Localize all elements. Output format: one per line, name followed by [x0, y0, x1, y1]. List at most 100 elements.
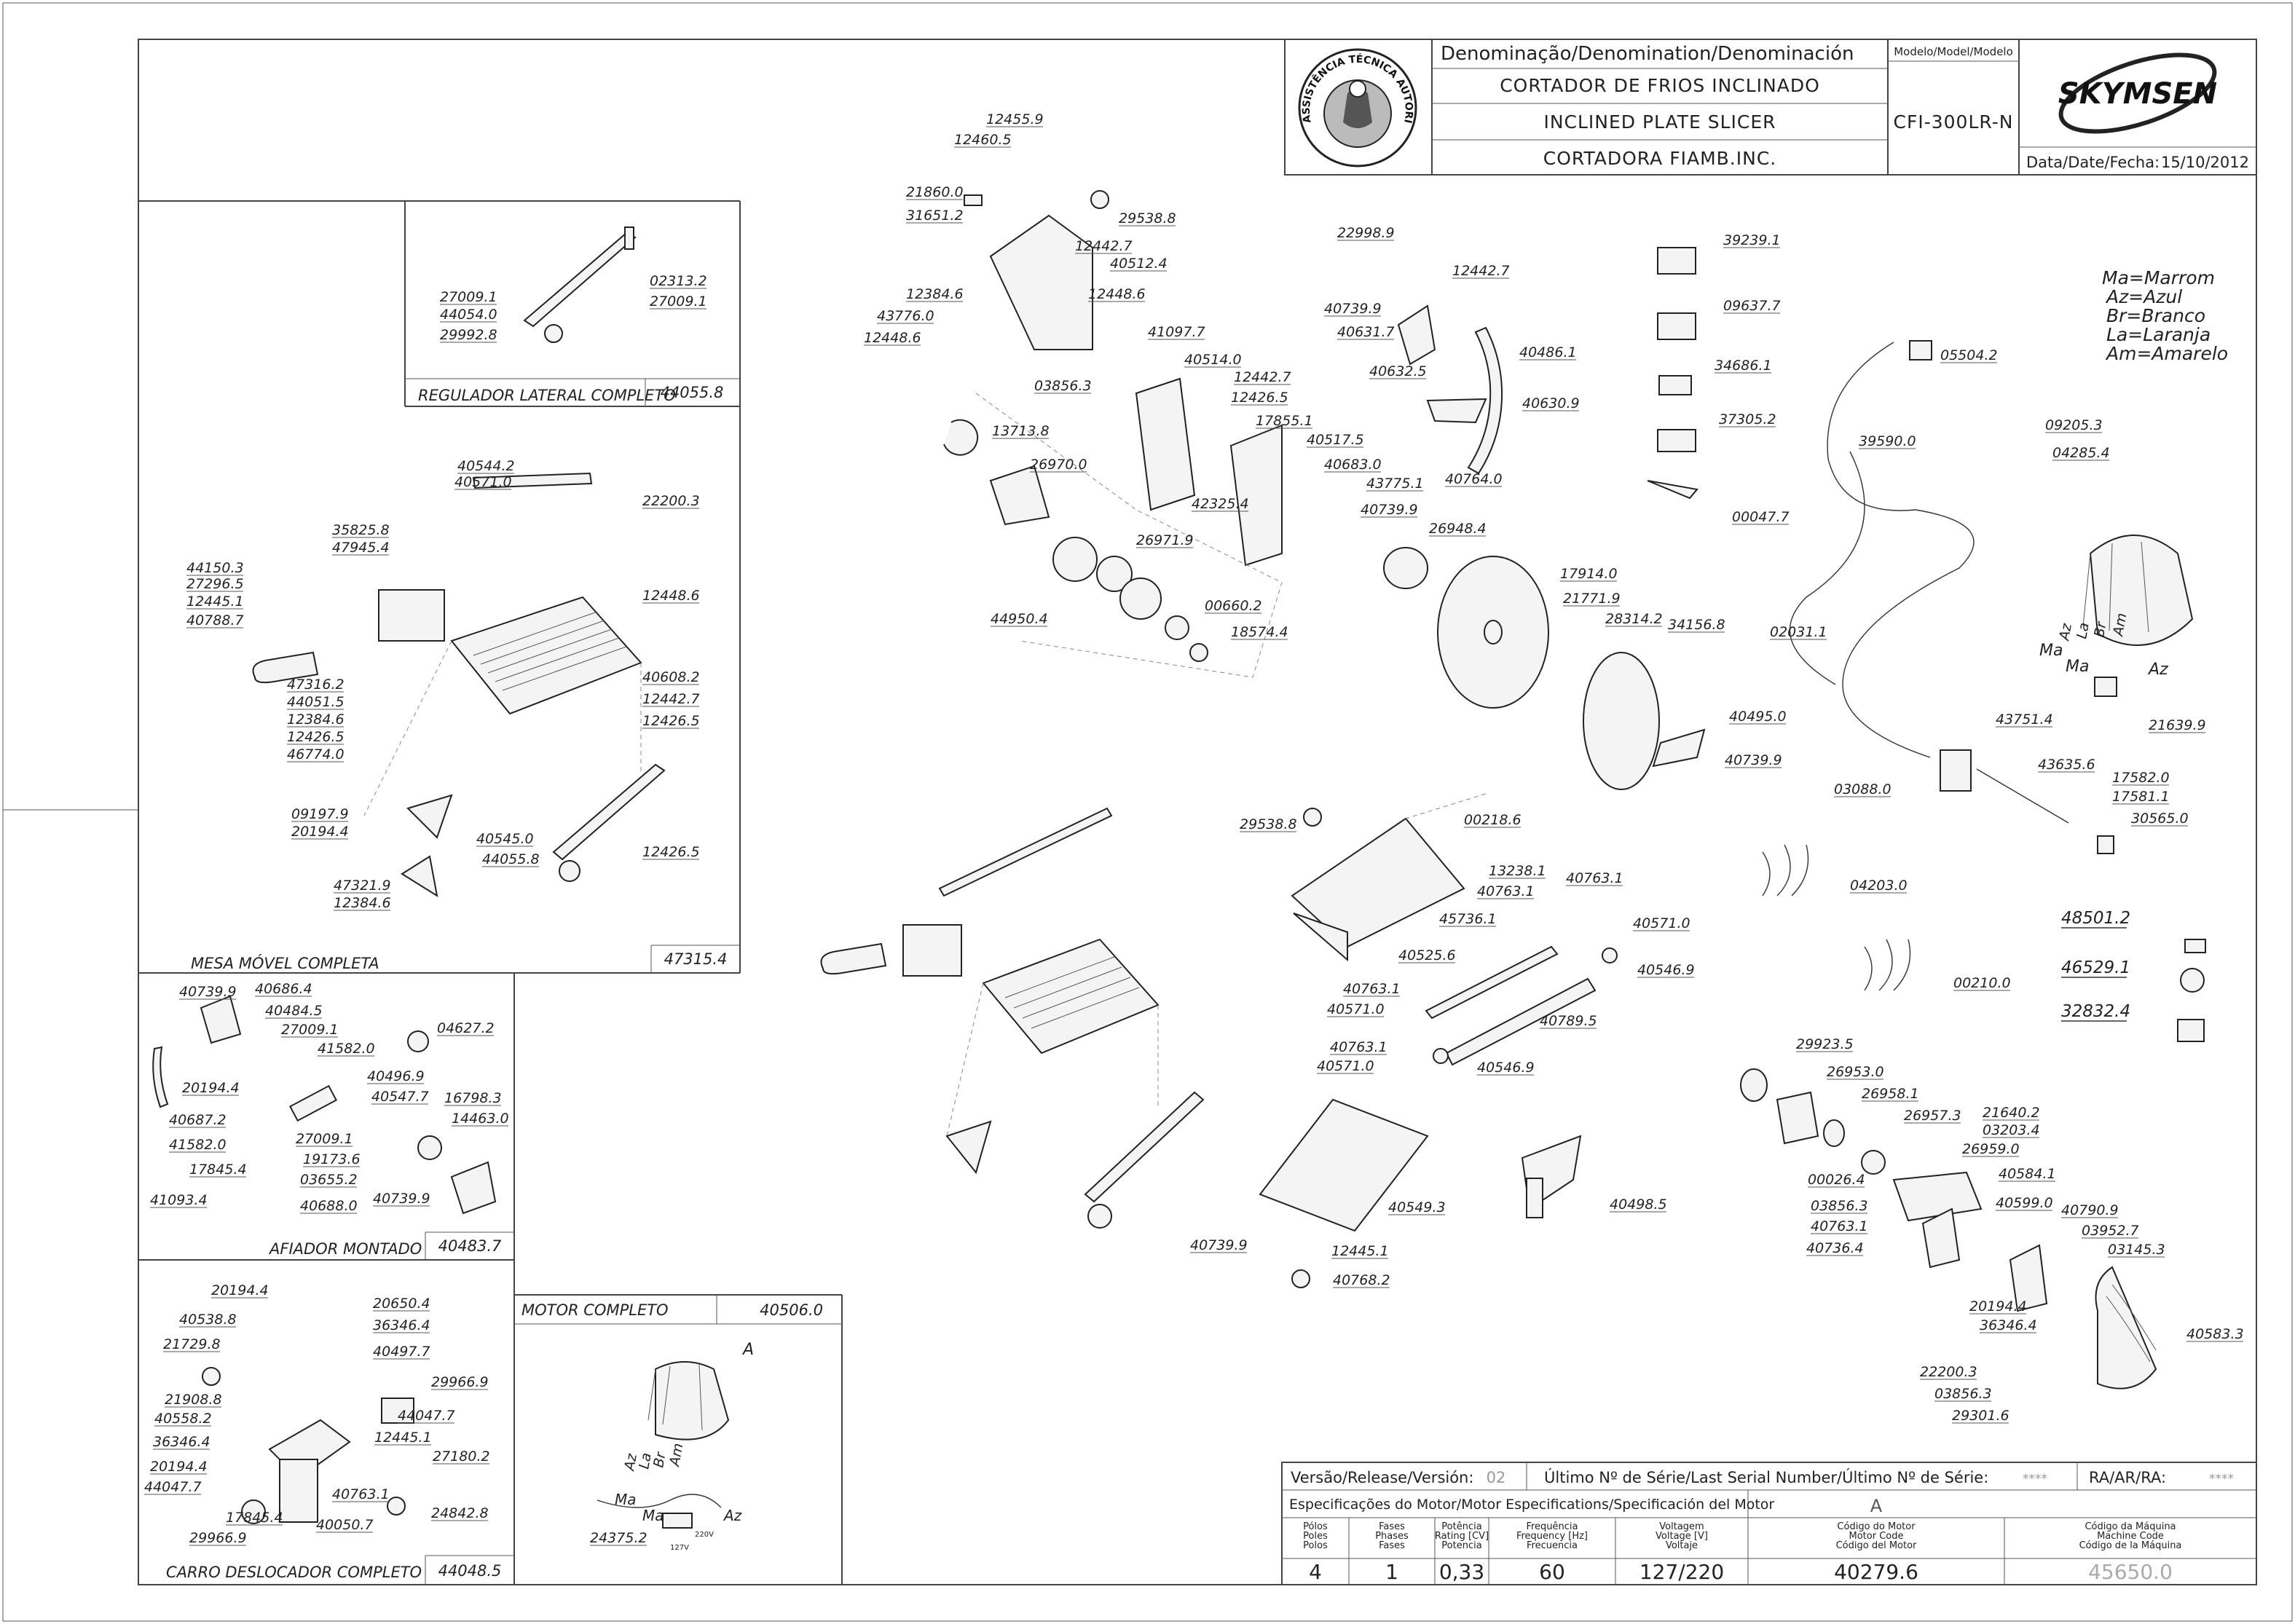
legend-entry: Ma=Marrom — [2102, 267, 2215, 288]
part-label-m3: 22200.3 — [642, 493, 700, 509]
subassembly-titles: REGULADOR LATERAL COMPLETO 44055.8 MESA … — [166, 384, 823, 1581]
part-label-m7: 27296.5 — [186, 576, 244, 592]
spec-heading: Voltage [V] — [1656, 1531, 1708, 1542]
part-label-m10: 12448.6 — [642, 588, 700, 604]
legend-entry: Az=Azul — [2105, 286, 2182, 307]
part-label-p21: 40683.0 — [1324, 457, 1382, 473]
svg-text:Ma: Ma — [615, 1491, 637, 1508]
part-label-p45: 09637.7 — [1723, 298, 1781, 314]
part-label-p3: 21860.0 — [906, 184, 964, 200]
part-label-p30: 12442.7 — [1452, 263, 1510, 279]
spec-heading: Código do Motor — [1837, 1521, 1916, 1532]
part-label-p28: 18574.4 — [1231, 624, 1288, 640]
legend-entry: La=Laranja — [2106, 324, 2211, 345]
part-label-r3: 29992.8 — [440, 327, 497, 343]
part-label-p80: 40739.9 — [1190, 1237, 1248, 1253]
mesa-code: 47315.4 — [664, 950, 728, 968]
regulador-title: REGULADOR LATERAL COMPLETO — [418, 387, 676, 404]
part-label-p25: 26971.9 — [1136, 532, 1194, 548]
spec-heading: Potencia — [1441, 1540, 1481, 1551]
part-label-c17: 24842.8 — [431, 1505, 489, 1521]
part-label-a20: 40739.9 — [373, 1191, 430, 1207]
part-label-p13: 40514.0 — [1184, 352, 1242, 368]
part-label-p44: 39239.1 — [1723, 232, 1781, 248]
accessory-3: 32832.4 — [2061, 1002, 2130, 1021]
part-label-p58: 17582.0 — [2112, 770, 2170, 786]
denomination-label: Denominação/Denomination/Denominación — [1441, 43, 1854, 65]
part-label-m4: 35825.8 — [332, 522, 390, 538]
part-label-c10: 36346.4 — [153, 1434, 210, 1450]
part-label-p69: 40571.0 — [1633, 915, 1690, 931]
version-value: 02 — [1487, 1469, 1506, 1486]
serial-value: **** — [2023, 1472, 2047, 1486]
part-label-a15: 19173.6 — [303, 1151, 361, 1167]
part-label-p42: 40495.0 — [1729, 709, 1787, 725]
part-label-p71: 40546.9 — [1637, 962, 1695, 978]
part-label-p78: 40549.3 — [1388, 1199, 1446, 1215]
part-label-a9: 40547.7 — [371, 1089, 429, 1105]
part-label-p14: 12442.7 — [1234, 369, 1291, 385]
part-label-p56: 43635.6 — [2038, 757, 2095, 773]
drawing-frame — [138, 39, 2257, 1585]
spec-heading: Frequency [Hz] — [1516, 1531, 1588, 1542]
accessory-1: 48501.2 — [2061, 909, 2130, 928]
name-pt: CORTADOR DE FRIOS INCLINADO — [1500, 75, 1820, 96]
part-label-r5: 27009.1 — [650, 293, 707, 310]
afiador-code: 40483.7 — [438, 1237, 502, 1255]
part-label-c9: 29966.9 — [431, 1374, 489, 1390]
part-label-p66: 40763.1 — [1477, 883, 1535, 899]
part-label-p8: 12448.6 — [1088, 286, 1146, 302]
part-label-p37: 26948.4 — [1429, 521, 1487, 537]
part-label-p40: 28314.2 — [1605, 611, 1663, 627]
afiador-title: AFIADOR MONTADO — [268, 1240, 422, 1258]
part-label-p86: 26957.3 — [1904, 1108, 1961, 1124]
date-value: 15/10/2012 — [2161, 154, 2249, 171]
part-label-r1: 27009.1 — [440, 289, 497, 305]
part-label-p15: 12426.5 — [1231, 390, 1288, 406]
part-label-p6: 12442.7 — [1075, 238, 1133, 254]
part-label-c6: 40497.7 — [373, 1344, 430, 1360]
part-label-p46: 34686.1 — [1715, 358, 1772, 374]
part-label-c3: 20650.4 — [373, 1296, 430, 1312]
wire-color-legend: Ma=MarromAz=AzulBr=BrancoLa=LaranjaAm=Am… — [2102, 267, 2228, 364]
part-label-p89: 26959.0 — [1962, 1141, 2020, 1157]
svg-text:127V: 127V — [670, 1544, 689, 1552]
motor-code: 40506.0 — [760, 1301, 823, 1319]
part-label-p24: 40739.9 — [1361, 502, 1418, 518]
part-label-p94: 40790.9 — [2061, 1202, 2119, 1218]
ra-label: RA/AR/RA: — [2089, 1469, 2166, 1486]
part-label-p64: 00218.6 — [1464, 812, 1522, 828]
part-label-m17: 12442.7 — [642, 691, 700, 707]
spec-heading: Voltaje — [1666, 1540, 1698, 1551]
svg-text:Az: Az — [2147, 661, 2168, 679]
part-label-p93: 40599.0 — [1996, 1195, 2053, 1211]
part-label-a8: 20194.4 — [182, 1080, 240, 1096]
spec-value: 60 — [1539, 1560, 1565, 1584]
part-label-p99: 20194.4 — [1969, 1298, 2027, 1314]
regulador-code: 44055.8 — [661, 384, 724, 401]
model-label: Modelo/Model/Modelo — [1894, 45, 2013, 58]
part-label-p16: 03856.3 — [1034, 378, 1092, 394]
part-label-a19: 40688.0 — [300, 1198, 358, 1214]
part-label-p11: 12448.6 — [864, 330, 921, 346]
part-label-a13: 41582.0 — [169, 1137, 227, 1153]
part-label-a7: 40496.9 — [367, 1068, 425, 1084]
part-label-p22: 43775.1 — [1366, 476, 1424, 492]
part-label-c19: 40050.7 — [316, 1517, 374, 1533]
part-label-a3: 40484.5 — [265, 1003, 323, 1019]
part-label-p103: 03856.3 — [1934, 1386, 1992, 1402]
spec-heading: Frecuencia — [1527, 1540, 1578, 1551]
part-label-c13: 27180.2 — [433, 1448, 490, 1465]
authorized-service-seal: ASSISTÊNCIA TÉCNICA AUTORIZADA — [0, 0, 1417, 167]
svg-text:Am: Am — [666, 1442, 686, 1469]
motor-spec-label: Especificações do Motor/Motor Especifica… — [1289, 1497, 1774, 1513]
part-label-p43: 40739.9 — [1725, 752, 1782, 768]
spec-heading: Motor Code — [1849, 1531, 1904, 1542]
spec-value: 0,33 — [1439, 1560, 1484, 1584]
part-label-c14: 20194.4 — [150, 1459, 208, 1475]
spec-columns: PólosPolesPolos4FasesPhasesFases1Potênci… — [1303, 1521, 2181, 1584]
model-value: CFI-300LR-N — [1894, 111, 2014, 133]
part-label-p74: 40789.5 — [1540, 1013, 1597, 1029]
part-label-m8: 12445.1 — [186, 594, 244, 610]
spec-heading: Rating [CV] — [1435, 1531, 1489, 1542]
